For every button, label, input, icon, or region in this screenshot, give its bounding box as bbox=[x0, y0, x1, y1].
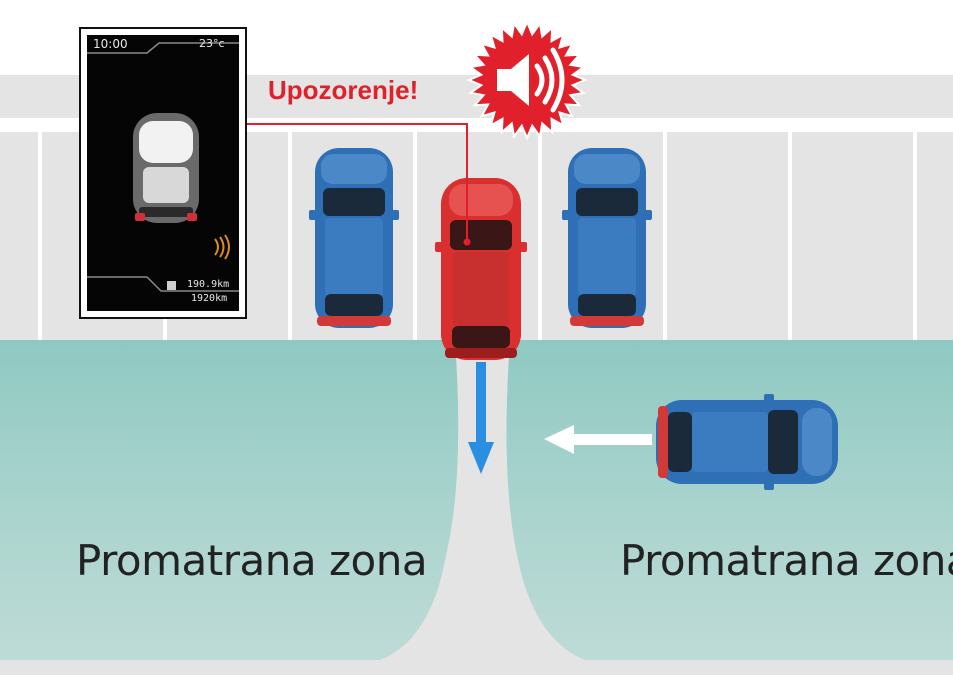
radar-wave-icon bbox=[214, 234, 230, 260]
monitored-zone-right bbox=[506, 340, 953, 660]
own-car-reversing bbox=[435, 178, 527, 360]
display-temperature: 23°c bbox=[199, 37, 225, 50]
display-graphics bbox=[87, 42, 239, 292]
speaker-icon bbox=[466, 19, 588, 141]
callout-line bbox=[247, 123, 468, 242]
monitored-zone-left bbox=[0, 340, 459, 660]
odometer-icon bbox=[167, 281, 176, 290]
parked-car-left bbox=[309, 148, 399, 328]
parked-car-right bbox=[562, 148, 652, 328]
zone-left-label: Promatrana zona bbox=[76, 536, 428, 585]
display-car-icon bbox=[133, 113, 199, 223]
display-time: 10:00 bbox=[93, 37, 128, 51]
warning-label: Upozorenje! bbox=[268, 75, 419, 105]
cross-traffic-arrow bbox=[544, 425, 652, 454]
approaching-car bbox=[656, 394, 838, 490]
instrument-display: 10:00 23°c 190.9km 1920km bbox=[79, 27, 247, 319]
display-trip-distance: 190.9km bbox=[187, 279, 230, 290]
callout-dot bbox=[463, 238, 471, 246]
display-screen: 10:00 23°c 190.9km 1920km bbox=[87, 35, 239, 311]
reverse-lane bbox=[410, 340, 560, 660]
display-odometer: 1920km bbox=[191, 293, 228, 304]
reverse-direction-arrow bbox=[468, 362, 494, 474]
zone-right-label: Promatrana zona bbox=[620, 536, 953, 585]
